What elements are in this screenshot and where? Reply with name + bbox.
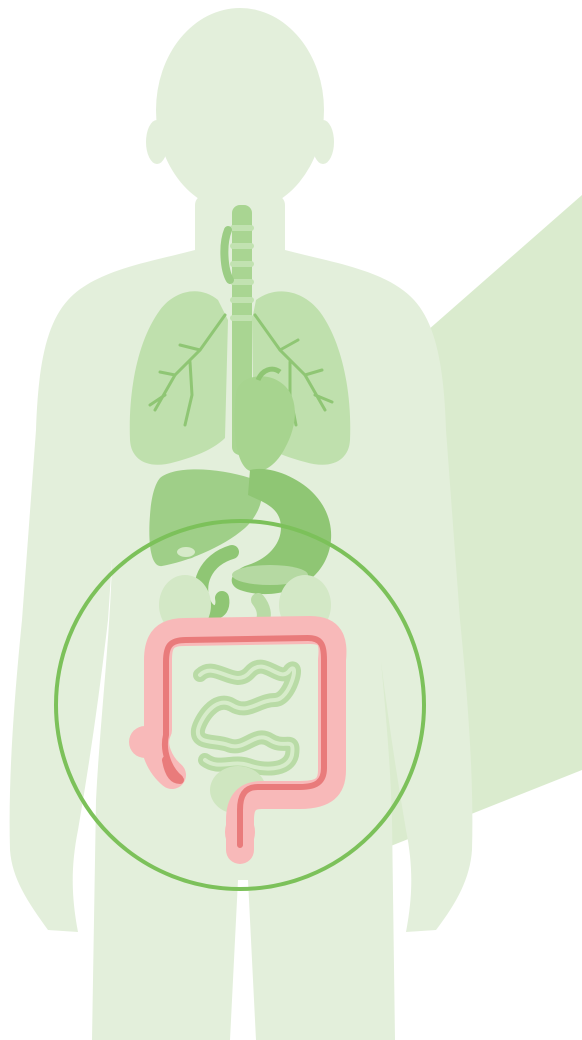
head xyxy=(156,8,324,212)
left-ear xyxy=(146,120,168,164)
right-ear xyxy=(312,120,334,164)
gallbladder xyxy=(176,546,196,558)
